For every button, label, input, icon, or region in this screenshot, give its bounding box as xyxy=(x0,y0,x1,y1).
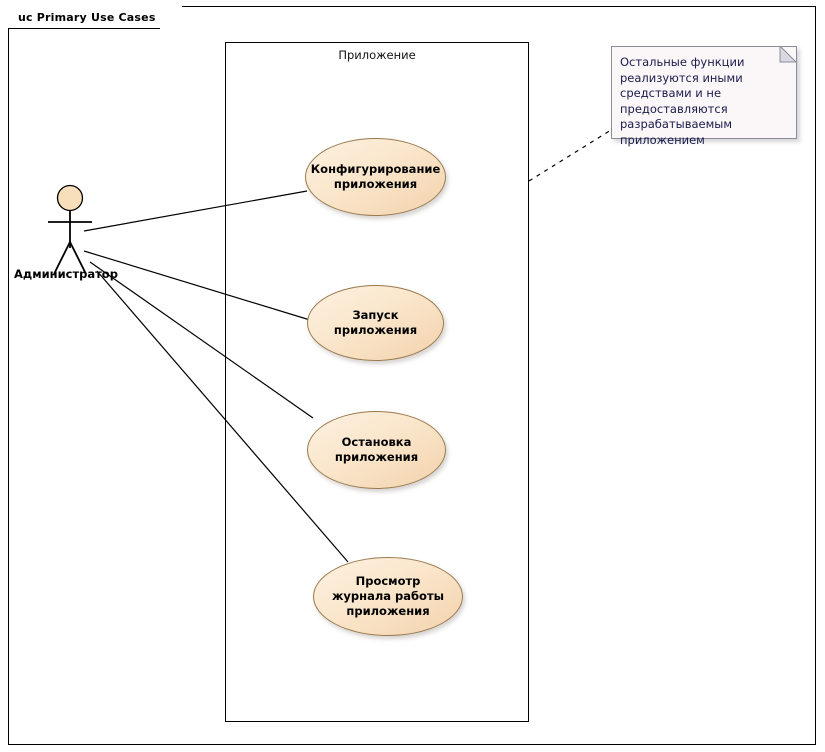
use-case-start[interactable]: Запуск приложения xyxy=(307,285,444,361)
actor-label: Администратор xyxy=(14,267,118,281)
note-fold-icon xyxy=(779,46,797,63)
use-case-stop[interactable]: Остановка приложения xyxy=(307,411,446,489)
note-box[interactable]: Остальные функции реализуются иными сред… xyxy=(611,46,797,147)
frame-tab-label: uc Primary Use Cases xyxy=(18,10,156,24)
system-boundary-label: Приложение xyxy=(338,48,416,62)
actor-administrator[interactable] xyxy=(40,180,150,280)
use-case-configure-label: Конфигурирование приложения xyxy=(310,162,441,191)
use-case-stop-label: Остановка приложения xyxy=(334,435,419,464)
diagram-frame xyxy=(8,6,816,745)
use-case-view-log[interactable]: Просмотр журнала работы приложения xyxy=(313,557,463,636)
frame-tab-label-container: uc Primary Use Cases xyxy=(8,6,182,28)
note-text: Остальные функции реализуются иными сред… xyxy=(620,55,745,147)
use-case-view-log-label: Просмотр журнала работы приложения xyxy=(331,574,445,618)
stick-figure-actor-icon xyxy=(48,184,92,275)
use-case-start-label: Запуск приложения xyxy=(333,308,418,337)
use-case-configure[interactable]: Конфигурирование приложения xyxy=(305,138,446,216)
